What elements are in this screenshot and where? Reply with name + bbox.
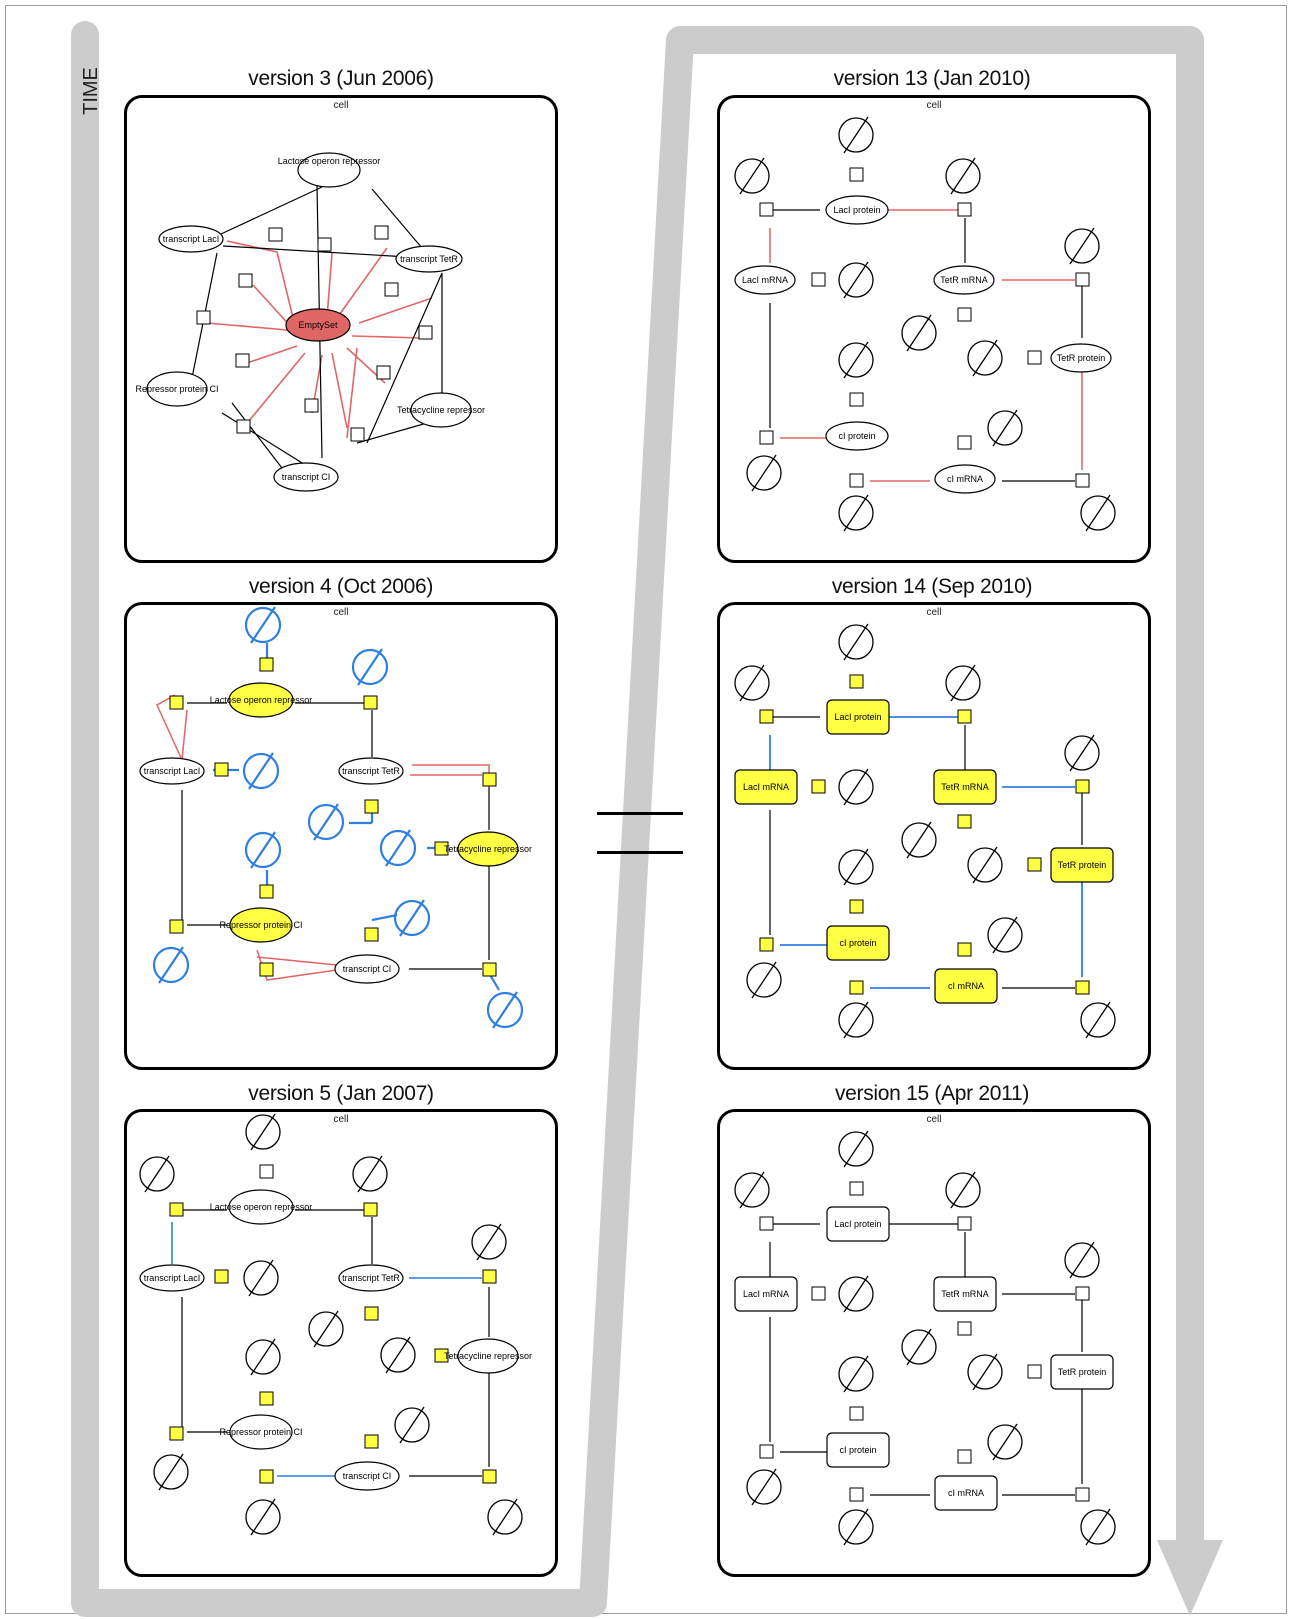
label-transcript-ci: transcript CI <box>282 472 331 482</box>
diagram-v15: LacI protein LacI mRNA TetR mRNA TetR pr… <box>734 1130 1116 1546</box>
panel-title-v14: version 14 (Sep 2010) <box>831 575 1033 598</box>
label-laci-protein: LacI protein <box>834 1219 881 1229</box>
label-laci-protein: LacI protein <box>833 205 880 215</box>
label-transcript-tetr: transcript TetR <box>342 1273 400 1283</box>
label-repressor-ci: Repressor protein CI <box>219 1427 302 1437</box>
label-tetr-mrna: TetR mRNA <box>941 1289 989 1299</box>
equals-sign-top <box>597 812 683 815</box>
label-transcript-laci: transcript LacI <box>144 1273 201 1283</box>
panel-title-v5: version 5 (Jan 2007) <box>248 1082 434 1105</box>
diagram-v14: LacI protein LacI mRNA TetR mRNA TetR pr… <box>734 623 1116 1039</box>
label-laci-protein: LacI protein <box>834 712 881 722</box>
label-laci-mrna: LacI mRNA <box>743 782 789 792</box>
label-ci-protein: cI protein <box>839 1445 876 1455</box>
time-axis-label: TIME <box>80 67 102 115</box>
label-transcript-ci: transcript CI <box>343 1471 392 1481</box>
cell-compartment-label: cell <box>926 100 942 111</box>
label-ci-mrna: cI mRNA <box>948 981 984 991</box>
label-ci-protein: cI protein <box>839 938 876 948</box>
cell-compartment-label: cell <box>926 607 942 618</box>
label-repressor-ci: Repressor protein CI <box>135 384 218 394</box>
label-tetr-mrna: TetR mRNA <box>940 275 988 285</box>
label-tetracycline: Tetracycline repressor <box>444 1351 532 1361</box>
label-lactose: Lactose operon repressor <box>210 695 313 705</box>
label-ci-mrna: cI mRNA <box>947 474 983 484</box>
label-tetr-protein: TetR protein <box>1058 860 1107 870</box>
label-tetr-protein: TetR protein <box>1057 353 1106 363</box>
panel-v14: cell <box>717 602 1151 1070</box>
label-laci-mrna: LacI mRNA <box>742 275 788 285</box>
label-emptyset: EmptySet <box>298 320 338 330</box>
panel-v4: cell <box>124 602 558 1070</box>
panel-v3: cell <box>124 95 558 563</box>
label-tetr-mrna: TetR mRNA <box>941 782 989 792</box>
label-lactose: Lactose operon repressor <box>210 1202 313 1212</box>
panel-v5: cell <box>124 1109 558 1577</box>
node-emptyset <box>285 308 351 342</box>
label-transcript-laci: transcript LacI <box>144 766 201 776</box>
panel-title-v3: version 3 (Jun 2006) <box>248 67 434 90</box>
label-repressor-ci: Repressor protein CI <box>219 920 302 930</box>
cell-compartment-label: cell <box>333 100 349 111</box>
label-tetr-protein: TetR protein <box>1058 1367 1107 1377</box>
label-transcript-ci: transcript CI <box>343 964 392 974</box>
label-tetracycline: Tetracycline repressor <box>444 844 532 854</box>
panel-title-v4: version 4 (Oct 2006) <box>248 575 434 598</box>
diagram-v3: Lactose operon repressor transcript LacI… <box>135 152 485 492</box>
label-transcript-tetr: transcript TetR <box>400 254 458 264</box>
figure-frame <box>5 5 1287 1614</box>
cell-compartment-label: cell <box>333 1114 349 1125</box>
time-arrow-connector <box>579 26 1204 1604</box>
cell-compartment-label: cell <box>926 1114 942 1125</box>
time-arrow-head <box>1157 1540 1223 1616</box>
label-lactose: Lactose operon repressor <box>278 156 381 166</box>
label-transcript-tetr: transcript TetR <box>342 766 400 776</box>
equals-sign-bottom <box>597 851 683 854</box>
panel-title-v13: version 13 (Jan 2010) <box>833 67 1031 90</box>
label-tetracycline: Tetracycline repressor <box>397 405 485 415</box>
panel-v13: cell <box>717 95 1151 563</box>
diagram-v4: Lactose operon repressor transcript LacI… <box>139 606 532 1029</box>
label-transcript-laci: transcript LacI <box>163 234 220 244</box>
panel-title-v15: version 15 (Apr 2011) <box>834 1082 1030 1105</box>
diagram-v13: LacI protein LacI mRNA TetR mRNA TetR pr… <box>734 116 1116 532</box>
label-ci-protein: cI protein <box>838 431 875 441</box>
cell-compartment-label: cell <box>333 607 349 618</box>
label-laci-mrna: LacI mRNA <box>743 1289 789 1299</box>
panel-v15: cell <box>717 1109 1151 1577</box>
diagram-v5: Lactose operon repressor transcript LacI… <box>139 1113 532 1536</box>
time-arrow-left-bar <box>71 21 607 1617</box>
label-ci-mrna: cI mRNA <box>948 1488 984 1498</box>
